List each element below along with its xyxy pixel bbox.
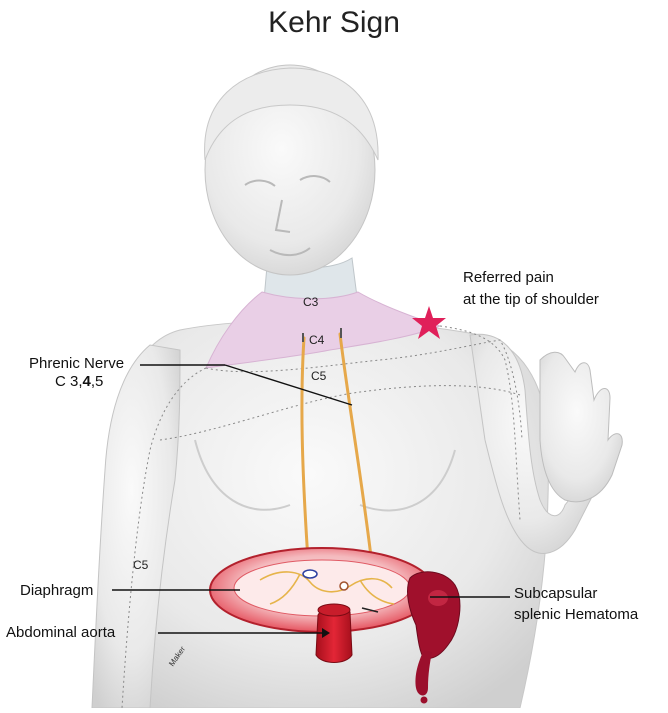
diaphragm-nerve-branches	[259, 571, 395, 605]
chest-contour	[194, 439, 456, 512]
aorta-lumen	[317, 603, 351, 617]
dermatome-lines	[121, 325, 523, 709]
diaphragm-label: Diaphragm	[20, 582, 94, 599]
abdominal-aorta-label: Abdominal aorta	[6, 624, 116, 641]
hematoma-label-line1: Subcapsular	[514, 585, 598, 602]
esophageal-opening	[302, 569, 318, 579]
splenic-hematoma	[407, 571, 461, 659]
referred-pain-label-line2: at the tip of shoulder	[463, 291, 599, 308]
face-shadow	[244, 175, 331, 256]
nerve-roots	[302, 328, 342, 342]
hair-cap	[204, 67, 379, 161]
c3-label: C3	[303, 295, 319, 309]
hematoma-label-line2: splenic Hematoma	[514, 606, 639, 623]
c5-neck-label: C5	[311, 369, 327, 383]
phrenic-nerve-label-line1: Phrenic Nerve	[29, 355, 125, 372]
phrenic-c5-text: ,5	[90, 373, 104, 390]
phrenic-c4-bold: 4	[82, 373, 91, 390]
star-icon	[412, 306, 446, 339]
caval-opening	[339, 581, 349, 591]
referred-pain-label-line1: Referred pain	[463, 269, 554, 286]
phrenic-nerve-label-line2: C 3,4,5	[55, 372, 103, 391]
phrenic-c3-text: C 3,	[55, 373, 83, 390]
phrenic-nerves	[300, 332, 374, 567]
c5-arm-label: C5	[133, 558, 149, 572]
c4-label: C4	[309, 333, 325, 347]
blood-drop	[420, 696, 428, 704]
head	[204, 64, 376, 276]
right-hand	[539, 351, 623, 503]
aortic-slit	[361, 607, 379, 613]
referred-pain-zone	[205, 291, 442, 369]
diagram-title: Kehr Sign	[268, 6, 400, 39]
hematoma-drip	[415, 650, 432, 696]
aorta-arrowhead	[322, 628, 330, 638]
hematoma-highlight	[428, 590, 448, 606]
leader-lines	[112, 364, 510, 634]
